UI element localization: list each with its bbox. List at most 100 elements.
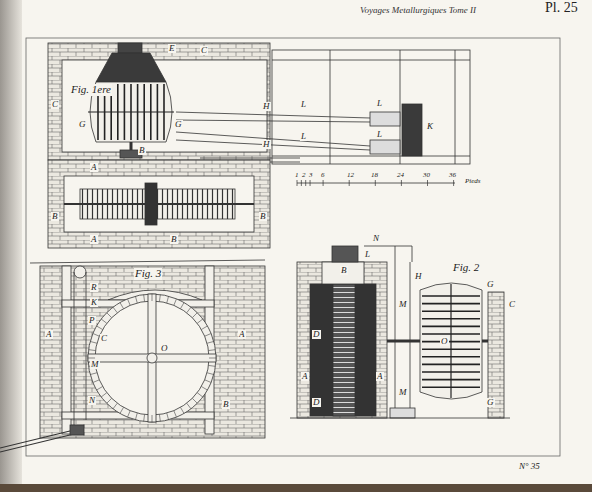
sheet-number: N° 35: [518, 462, 541, 471]
engraving-stroke: [370, 140, 400, 154]
engraving-stroke: [64, 176, 254, 232]
part-letter: M: [398, 388, 408, 397]
scale-mark: 3: [308, 172, 314, 179]
engraving-stroke: [330, 50, 331, 164]
engraving-stroke: [152, 294, 153, 301]
engraving-stroke: [297, 183, 455, 184]
engraving-stroke: [455, 50, 456, 164]
scale-mark: 12: [346, 172, 355, 179]
part-letter: B: [259, 212, 267, 221]
part-letter: G: [78, 120, 87, 129]
engraving-stroke: [181, 303, 185, 309]
part-letter: L: [300, 132, 307, 141]
engraving-stroke: [197, 319, 203, 323]
engraving-stroke: [74, 272, 86, 430]
figure-one: [48, 43, 470, 248]
engraving-stroke: [30, 260, 265, 263]
engraving-stroke: [297, 262, 387, 418]
scale-mark: 18: [370, 172, 379, 179]
engraving-stroke: [143, 415, 145, 422]
engraving-stroke: [107, 313, 112, 318]
part-letter: A: [90, 163, 98, 172]
part-letter: R: [90, 283, 98, 292]
engraving-stroke: [197, 393, 203, 397]
engraving-stroke: [135, 296, 137, 303]
engraving-stroke: [152, 415, 153, 422]
engraving-stroke: [201, 387, 207, 391]
part-letter: N: [372, 234, 380, 243]
part-letter: L: [376, 130, 383, 139]
engraving-stroke: [390, 408, 415, 418]
engraving-stroke: [427, 180, 428, 186]
part-letter: L: [300, 100, 307, 109]
part-letter: L: [376, 99, 383, 108]
engraving-stroke: [174, 411, 177, 417]
engraving-stroke: [205, 380, 211, 383]
engraving-stroke: [88, 294, 216, 422]
engraving-stroke: [101, 319, 107, 323]
engraving-stroke: [113, 403, 117, 409]
engraving-stroke: [167, 296, 169, 303]
part-letter: A: [376, 372, 384, 381]
part-letter: A: [45, 330, 53, 339]
engraving-stroke: [364, 246, 412, 418]
engraving-stroke: [0, 0, 22, 484]
part-letter: B: [51, 212, 59, 221]
engraving-stroke: [402, 104, 422, 156]
part-letter: C: [200, 46, 208, 55]
engraving-stroke: [187, 307, 191, 313]
figure-caption: Fig. 3: [134, 268, 162, 280]
engraving-stroke: [370, 112, 400, 126]
engraving-stroke: [97, 387, 103, 391]
part-letter: M: [398, 300, 408, 309]
engraving-stroke: [207, 373, 214, 375]
engraving-stroke: [0, 484, 592, 492]
part-letter: K: [426, 122, 434, 131]
engraving-stroke: [0, 0, 592, 484]
engraving-stroke: [192, 398, 197, 403]
engraving-stroke: [305, 180, 306, 186]
part-letter: B: [138, 146, 146, 155]
figure-three: [0, 260, 265, 452]
scale-mark: Pieds: [464, 178, 482, 185]
engraving-stroke: [333, 284, 355, 416]
scale-mark: 24: [396, 172, 405, 179]
engraving-stroke: [90, 341, 97, 343]
engraving-stroke: [159, 415, 161, 422]
engraving-stroke: [174, 299, 177, 305]
engraving-stroke: [310, 284, 376, 416]
part-letter: C: [51, 100, 59, 109]
engraving-stroke: [301, 180, 302, 186]
part-letter: L: [364, 250, 371, 259]
engraving-stroke: [187, 403, 191, 409]
engraving-stroke: [450, 284, 451, 398]
part-letter: M: [90, 360, 100, 369]
engraving-stroke: [272, 60, 470, 61]
engraving-stroke: [297, 180, 454, 186]
engraving-stroke: [62, 60, 267, 152]
engraving-stroke: [482, 340, 488, 343]
scale-mark: 1: [294, 172, 300, 179]
engraving-stroke: [93, 380, 99, 383]
engraving-stroke: [120, 303, 124, 309]
engraving-stroke: [176, 112, 370, 150]
part-letter: B: [222, 400, 230, 409]
scale-mark: 36: [448, 172, 457, 179]
part-letter: G: [486, 398, 495, 407]
engraving-stroke: [118, 43, 142, 53]
engraving-stroke: [147, 353, 157, 363]
engraving-stroke: [97, 326, 103, 330]
part-letter: N: [88, 396, 96, 405]
engraving-stroke: [101, 393, 107, 397]
plate-title: Voyages Metallurgiques Tome II: [360, 5, 476, 15]
engraving-stroke: [120, 407, 124, 413]
engraving-stroke: [201, 326, 207, 330]
engraving-stroke: [88, 354, 216, 362]
engraving-stroke: [93, 334, 99, 337]
engraving-stroke: [62, 266, 71, 434]
part-letter: H: [262, 102, 271, 111]
engraving-stroke: [453, 180, 454, 186]
